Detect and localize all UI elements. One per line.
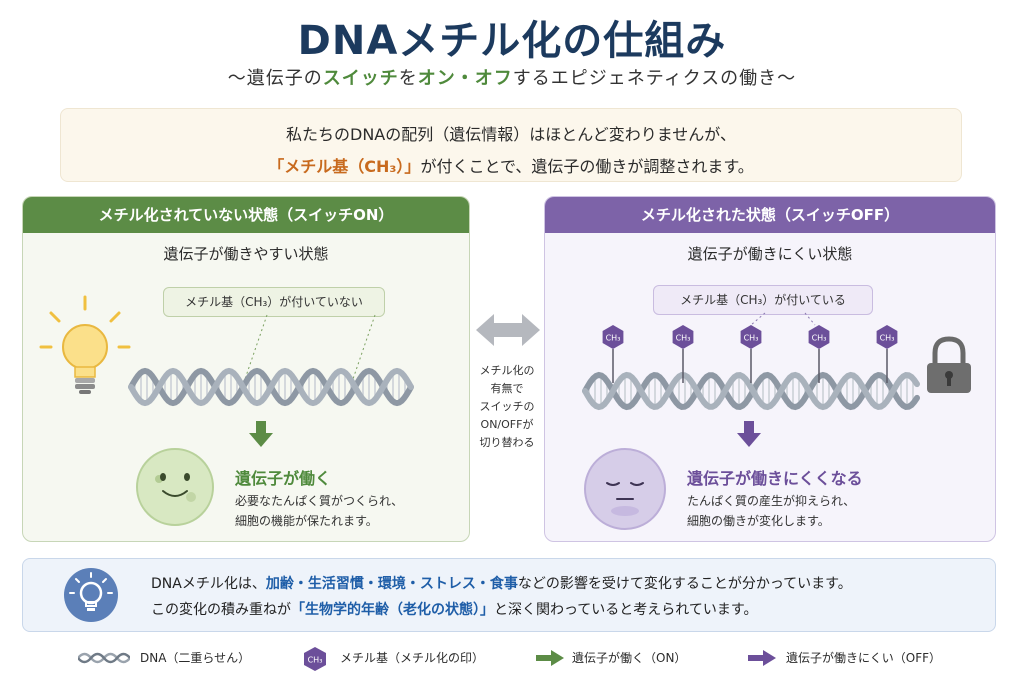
biological-age-highlight: 「生物学的年齢（老化の状態）」 — [291, 602, 494, 618]
bottom-factors: 加齢・生活習慣・環境・ストレス・食事 — [265, 576, 518, 592]
down-arrow-icon — [737, 421, 761, 447]
result-desc-line: 必要なたんぱく質がつくられ、 — [235, 494, 404, 508]
panel-on-tag: メチル基（CH₃）が付いていない — [163, 287, 385, 317]
legend-on-arrow-icon — [536, 650, 564, 666]
panel-on-result-desc: 必要なたんぱく質がつくられ、 細胞の機能が保たれます。 — [235, 491, 403, 531]
middle-note-line: メチル化の — [479, 364, 535, 377]
bottom-text: この変化の積み重ねが — [151, 602, 291, 618]
tag-pointer — [352, 314, 376, 380]
panel-off-result-desc: たんぱく質の産生が抑えられ、 細胞の働きが変化します。 — [687, 491, 855, 531]
legend-off-label: 遺伝子が働きにくい（OFF） — [786, 651, 942, 665]
intro-line-2: 「メチル基（CH₃）」が付くことで、遺伝子の働きが調整されます。 — [61, 153, 961, 177]
legend-methyl-icon: CH₃ — [304, 647, 326, 671]
methyl-group-label: CH₃ — [606, 334, 621, 343]
subtitle-onoff: オン・オフ — [417, 68, 513, 89]
legend-dna-icon — [78, 652, 130, 664]
dna-helix — [128, 367, 414, 407]
methyl-group-icon — [876, 325, 898, 349]
dna-strand — [128, 367, 414, 407]
middle-note-line: スイッチの — [479, 400, 535, 413]
methyl-group-label: CH₃ — [676, 334, 691, 343]
subtitle-switch: スイッチ — [322, 68, 399, 89]
methyl-group-label: CH₃ — [744, 334, 759, 343]
panel-off-subtitle: 遺伝子が働きにくい状態 — [687, 245, 853, 263]
dna-helix — [582, 371, 920, 411]
panel-off-header: メチル化された状態（スイッチOFF） — [545, 197, 995, 233]
intro-line-2-rest: が付くことで、遺伝子の働きが調整されます。 — [420, 157, 754, 176]
tag-pointer — [244, 314, 268, 380]
panel-off-art: CH₃ CH₃ CH₃ CH₃ CH₃ — [582, 312, 971, 530]
middle-note-line: 有無で — [490, 382, 524, 395]
middle-note-line: 切り替わる — [479, 436, 535, 449]
legend-on-label: 遺伝子が働く（ON） — [572, 651, 687, 665]
dna-strand — [582, 371, 920, 411]
bottom-text: と深く関わっていると考えられています。 — [494, 602, 758, 618]
legend-methyl-label: メチル基（メチル化の印） — [340, 651, 485, 665]
result-desc-line: 細胞の働きが変化します。 — [687, 514, 830, 528]
bottom-text: DNAメチル化は、 — [151, 576, 266, 592]
panel-on-art — [39, 295, 414, 526]
panel-off-tag: メチル基（CH₃）が付いている — [653, 285, 873, 315]
subtitle-text: を — [398, 68, 418, 89]
panel-on-header: メチル化されていない状態（スイッチON） — [23, 197, 469, 233]
legend-methyl-icon-label: CH₃ — [308, 656, 323, 665]
middle-note-line: ON/OFFが — [480, 418, 534, 431]
subtitle-text: するエピジェネティクスの働き〜 — [512, 68, 797, 89]
subtitle-text: 〜遺伝子の — [227, 68, 323, 89]
methyl-groups: CH₃ CH₃ CH₃ CH₃ CH₃ — [602, 325, 898, 383]
bottom-info-box: DNAメチル化は、加齢・生活習慣・環境・ストレス・食事などの影響を受けて変化する… — [22, 558, 996, 632]
legend-dna-label: DNA（二重らせん） — [140, 651, 251, 665]
page-subtitle: 〜遺伝子のスイッチをオン・オフするエピジェネティクスの働き〜 — [0, 64, 1024, 90]
result-desc-line: たんぱく質の産生が抑えられ、 — [687, 494, 856, 508]
intro-box: 私たちのDNAの配列（遺伝情報）はほとんど変わりませんが、 「メチル基（CH₃）… — [60, 108, 962, 182]
result-desc-line: 細胞の機能が保たれます。 — [235, 514, 378, 528]
middle-note: メチル化の 有無で スイッチの ON/OFFが 切り替わる — [474, 362, 540, 452]
methyl-group-highlight: 「メチル基（CH₃）」 — [268, 157, 421, 176]
methyl-group-icon — [740, 325, 762, 349]
panel-off-result-title: 遺伝子が働きにくくなる — [687, 469, 863, 488]
methyl-group-label: CH₃ — [880, 334, 895, 343]
intro-line-1: 私たちのDNAの配列（遺伝情報）はほとんど変わりませんが、 — [286, 125, 736, 144]
methyl-group-icon — [602, 325, 624, 349]
sleepy-cell-icon — [584, 448, 666, 530]
down-arrow-icon — [249, 421, 273, 447]
double-arrow-icon — [476, 314, 540, 346]
lightbulb-icon — [39, 295, 131, 394]
idea-bulb-icon — [64, 568, 118, 622]
bottom-line-2: この変化の積み重ねが「生物学的年齢（老化の状態）」と深く関わっていると考えられて… — [151, 599, 757, 619]
panel-unmethylated: メチル化されていない状態（スイッチON） 遺伝子が働きやすい状態 メチル基（CH… — [22, 196, 470, 542]
happy-cell-icon — [136, 448, 214, 526]
bottom-line-1: DNAメチル化は、加齢・生活習慣・環境・ストレス・食事などの影響を受けて変化する… — [151, 573, 852, 593]
panel-on-result-title: 遺伝子が働く — [235, 469, 332, 488]
page-title: DNAメチル化の仕組み — [297, 18, 727, 64]
legend-off-arrow-icon — [748, 650, 776, 666]
panel-methylated: メチル化された状態（スイッチOFF） 遺伝子が働きにくい状態 メチル基（CH₃）… — [544, 196, 996, 542]
panel-on-subtitle: 遺伝子が働きやすい状態 — [163, 245, 329, 263]
bottom-text: などの影響を受けて変化することが分かっています。 — [517, 576, 852, 592]
methyl-group-label: CH₃ — [812, 334, 827, 343]
methyl-group-icon — [672, 325, 694, 349]
methyl-group-icon — [808, 325, 830, 349]
lock-icon — [927, 336, 971, 393]
